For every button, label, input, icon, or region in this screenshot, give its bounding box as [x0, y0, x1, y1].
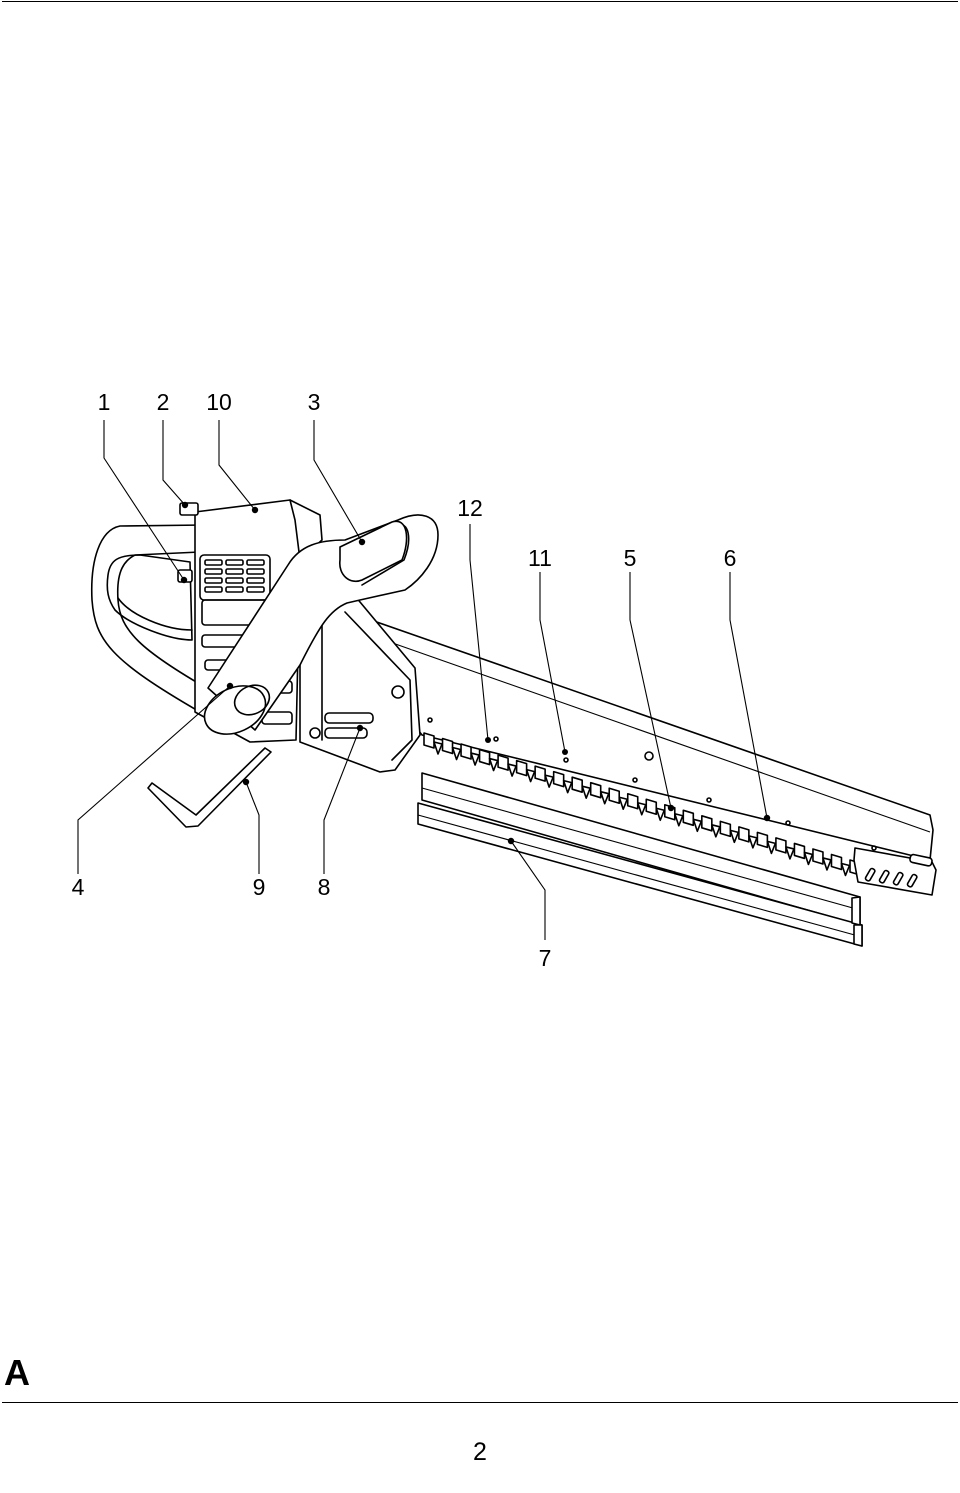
tooth-block: [497, 754, 509, 771]
tip-slot: [892, 871, 904, 886]
tooth: [840, 862, 851, 877]
leader-lines: [77, 420, 768, 940]
tooth-block: [460, 743, 472, 760]
section-letter: A: [4, 1352, 30, 1393]
tooth-block: [701, 815, 713, 832]
tooth-block: [645, 798, 658, 816]
bottom-rule: [2, 1402, 958, 1403]
tooth: [711, 824, 721, 838]
blade-holes: [427, 717, 877, 851]
rear-handle: [90, 524, 211, 713]
tip-slot: [906, 873, 918, 888]
callout-7: 7: [539, 945, 552, 971]
tooth: [451, 746, 462, 761]
tooth-block: [534, 765, 546, 782]
tooth: [525, 768, 536, 783]
vent-slot: [225, 577, 244, 584]
tooth: [655, 807, 666, 822]
tooth-block: [812, 848, 824, 865]
callout-6: 6: [724, 545, 737, 571]
tooth-block: [478, 748, 491, 766]
tooth: [433, 741, 443, 755]
vent-slot: [246, 586, 265, 593]
tooth: [673, 812, 684, 827]
vent-slot: [204, 586, 223, 593]
vent-slot: [225, 586, 244, 593]
tip-slot: [864, 867, 876, 882]
vent-slot: [246, 559, 265, 566]
blade-tip: [853, 847, 937, 896]
tooth: [599, 790, 610, 805]
front-handle: [203, 514, 439, 735]
tooth: [507, 763, 517, 777]
vent-slot: [204, 577, 223, 584]
top-rule: [2, 1, 958, 2]
callout-11: 11: [528, 545, 552, 571]
tooth-block: [830, 853, 843, 871]
hex-key: [147, 747, 272, 828]
tooth-block: [756, 831, 769, 849]
callout-4: 4: [72, 874, 85, 900]
tooth-block: [441, 737, 454, 755]
tooth: [692, 818, 703, 833]
tooth-block: [682, 809, 695, 827]
callout-10: 10: [206, 389, 232, 415]
tooth: [581, 785, 591, 799]
vent-slot: [246, 577, 265, 584]
tooth-block: [552, 770, 565, 788]
callout-5: 5: [624, 545, 637, 571]
tooth: [729, 829, 740, 844]
tooth-block: [571, 776, 583, 793]
vent-slot: [225, 559, 244, 566]
tooth: [618, 796, 629, 811]
tooth: [748, 835, 758, 849]
callout-2: 2: [157, 389, 170, 415]
tooth: [803, 851, 814, 866]
tooth-block: [423, 732, 435, 749]
tooth: [544, 774, 554, 788]
vent-slot: [246, 568, 265, 575]
tooth-block: [719, 820, 732, 838]
callout-labels: 1 2 10 3 12 11 5 6 4 9 8 7: [72, 389, 737, 971]
tip-slot: [878, 869, 890, 884]
vent-slot: [204, 559, 223, 566]
tooth: [488, 757, 499, 772]
tooth-block: [626, 792, 639, 810]
tooth-block: [793, 842, 806, 860]
vent-slot: [225, 568, 244, 575]
page-number: 2: [473, 1438, 487, 1466]
tooth: [822, 857, 832, 871]
callout-8: 8: [318, 874, 331, 900]
tooth-block: [608, 787, 621, 805]
tooth: [470, 752, 480, 766]
tooth-block: [589, 781, 602, 799]
callout-9: 9: [253, 874, 266, 900]
tooth: [766, 840, 777, 855]
vent-slot: [204, 568, 223, 575]
blade-guard: [417, 772, 863, 947]
callout-1: 1: [98, 389, 111, 415]
tooth: [785, 846, 795, 860]
tooth-block: [738, 826, 750, 843]
tooth-block: [515, 759, 528, 777]
tooth: [562, 779, 573, 794]
cutter-teeth: [423, 732, 869, 882]
tooth: [636, 801, 647, 816]
leader-dots: [180, 501, 771, 845]
callout-3: 3: [308, 389, 321, 415]
tooth-block: [775, 837, 787, 854]
callout-12: 12: [457, 495, 483, 521]
